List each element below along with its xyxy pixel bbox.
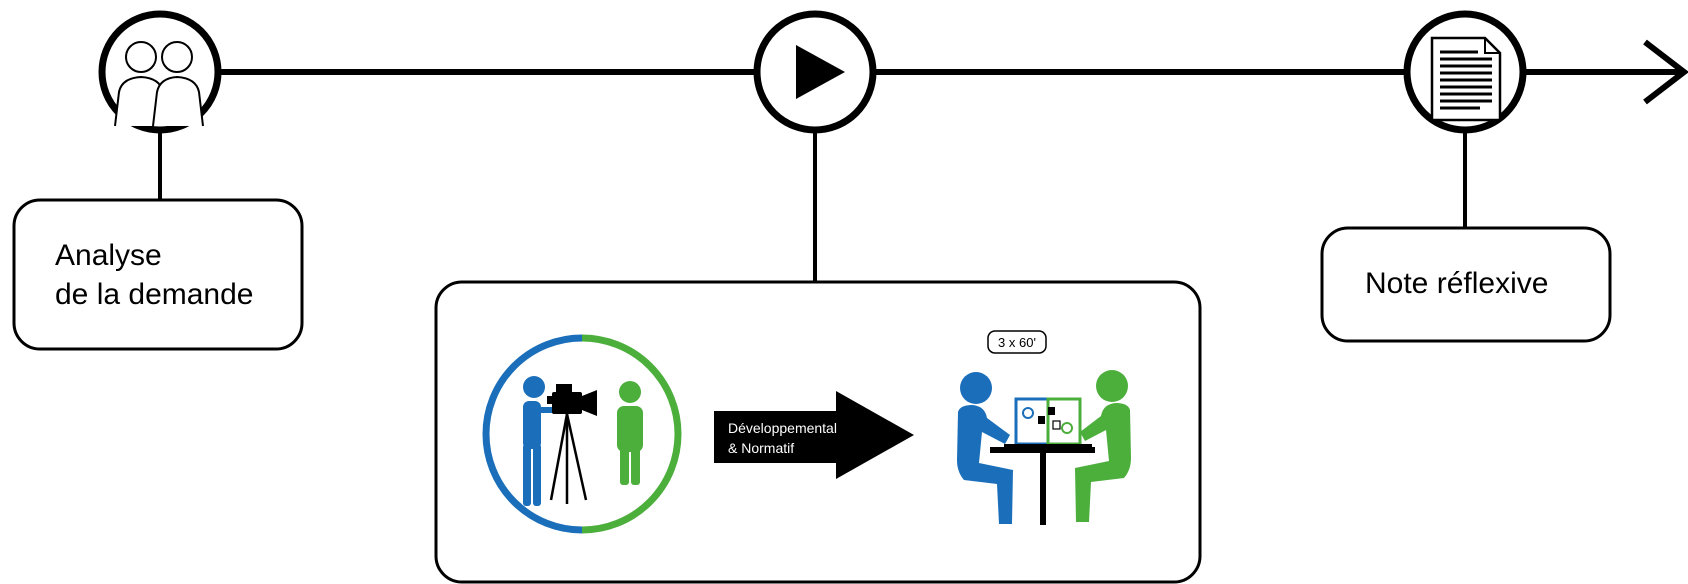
step-process-node xyxy=(753,10,877,134)
filming-scene-icon xyxy=(482,334,682,534)
developmental-normative-arrow: Développemental & Normatif xyxy=(714,391,914,479)
duration-badge: 3 x 60' xyxy=(987,330,1047,354)
analyse-label-line-2: de la demande xyxy=(55,278,254,311)
two-persons-icon xyxy=(114,41,204,127)
process-box: Développemental & Normatif 3 x 60' xyxy=(434,280,1202,584)
arrow-label-line-1: Développemental xyxy=(728,420,837,436)
document-icon xyxy=(1430,36,1502,122)
step-analyse-node xyxy=(98,10,222,134)
video-review-discussion-icon xyxy=(957,370,1131,525)
analyse-box: Analyse de la demande xyxy=(12,198,304,351)
duration-badge-label: 3 x 60' xyxy=(998,335,1036,350)
note-box: Note réflexive xyxy=(1320,226,1612,343)
note-label: Note réflexive xyxy=(1365,267,1548,300)
timeline-arrowhead xyxy=(1643,39,1688,105)
analyse-label-line-1: Analyse xyxy=(55,239,162,272)
play-icon xyxy=(796,45,845,99)
arrow-label-line-2: & Normatif xyxy=(728,440,794,456)
step-note-node xyxy=(1403,10,1527,134)
